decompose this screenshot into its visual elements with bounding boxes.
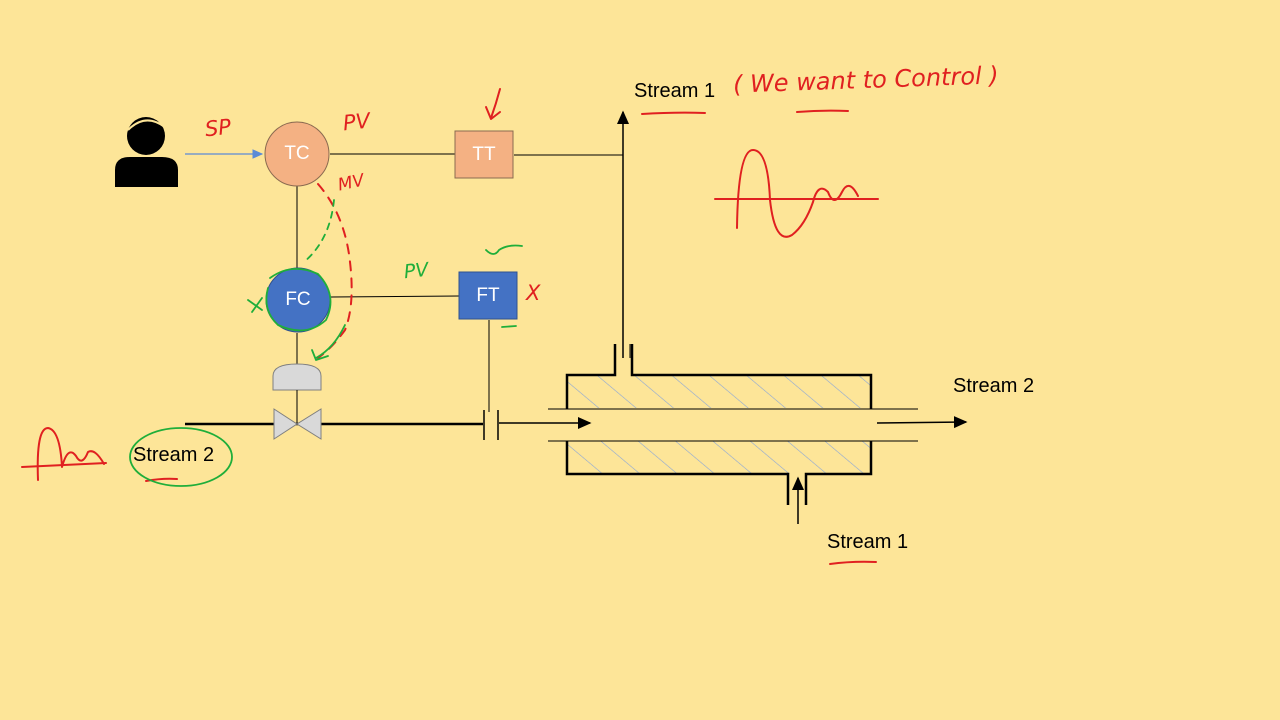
underline-stream1-bottom [829, 560, 877, 565]
green-check-ft [485, 244, 523, 255]
green-dash-ft [501, 325, 517, 328]
pv-mid-annotation: PV [402, 258, 430, 284]
ft-symbol [458, 271, 518, 320]
underline-stream2-left [145, 477, 178, 482]
underline-stream1-top [641, 111, 706, 115]
pv-top-annotation: PV [341, 108, 372, 136]
x-annotation: X [526, 281, 541, 305]
operator-person-icon [115, 117, 178, 187]
tc-symbol [264, 121, 330, 187]
tt-label: TT [472, 143, 496, 165]
input-wave-annotation [21, 427, 107, 481]
ft-label: FT [476, 284, 500, 306]
green-arrow-to-valve [315, 324, 346, 359]
green-dashed-feedback [303, 199, 335, 263]
stream2-outlet-arrow [876, 416, 968, 429]
tc-label: TC [284, 143, 310, 164]
green-scribble-fc [265, 268, 332, 332]
fc-label: FC [285, 289, 311, 310]
sp-annotation: SP [203, 114, 233, 142]
stream1-top-label: Stream 1 [634, 80, 716, 102]
stream2-left-label: Stream 2 [133, 444, 215, 466]
control-valve-icon [272, 363, 322, 440]
stream2-right-label: Stream 2 [953, 375, 1035, 397]
orifice-plate-icon [483, 410, 499, 440]
fc-ft-signal-line [330, 295, 460, 298]
tt-symbol [454, 130, 514, 179]
red-arrow-tt-annotation [490, 88, 501, 119]
underline-want [796, 109, 849, 113]
green-circle-stream2 [129, 427, 233, 487]
heat-exchanger [548, 344, 918, 505]
stream1-bottom-label: Stream 1 [827, 531, 909, 553]
output-wave-annotation [714, 149, 879, 238]
